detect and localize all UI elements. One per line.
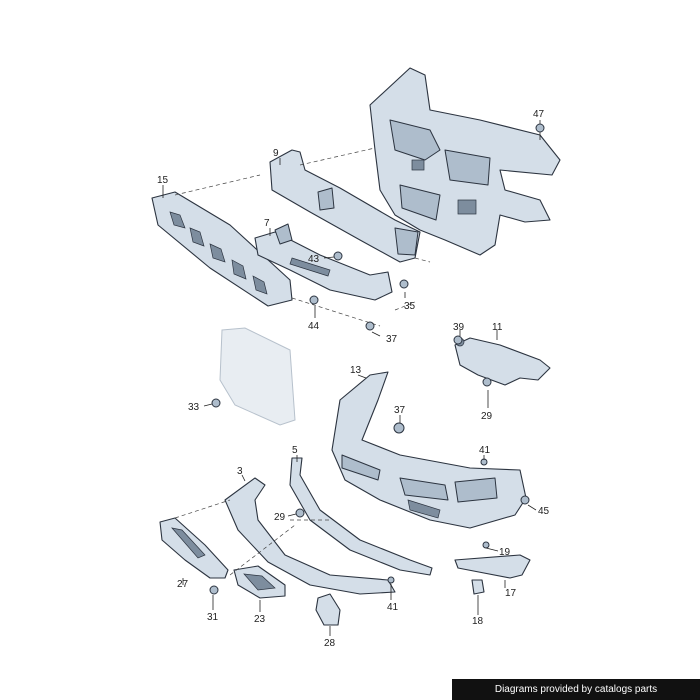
radiator-support-frame	[369, 67, 561, 256]
callout-7: 7	[264, 218, 270, 229]
clip-19-icon	[482, 541, 490, 549]
small-cover	[315, 593, 341, 626]
screw-31-icon	[209, 585, 219, 595]
callout-5: 5	[292, 445, 298, 456]
callout-11: 11	[492, 322, 503, 333]
callout-27: 27	[177, 579, 189, 590]
lower-grille-left	[159, 517, 229, 579]
faded-grille-reference	[219, 327, 296, 426]
bumper-cover	[331, 371, 527, 529]
screw-45-icon	[520, 495, 530, 505]
callout-37-lower: 37	[394, 405, 406, 416]
callout-19: 19	[499, 547, 511, 558]
callout-43: 43	[308, 254, 320, 265]
fog-grille-insert	[233, 565, 286, 599]
callout-labels: 47 9 15 7 43 35 44 37 39 11 29 13 33 37 …	[157, 109, 550, 649]
credit-banner: Diagrams provided by catalogs parts	[452, 679, 700, 700]
lower-lip-spoiler	[224, 477, 396, 595]
side-trim-strip	[454, 554, 531, 579]
screw-44-icon	[309, 295, 319, 305]
screw-29-lower-icon	[295, 508, 305, 518]
clip-37-icon	[393, 422, 405, 434]
callout-18: 18	[472, 616, 484, 627]
screw-35-icon	[399, 279, 409, 289]
callout-3: 3	[237, 466, 243, 477]
bumper-reinforcement-beam	[269, 149, 421, 263]
callout-31: 31	[207, 612, 219, 623]
callout-29-lower: 29	[274, 512, 286, 523]
callout-33: 33	[188, 402, 200, 413]
lower-stiffener	[254, 223, 393, 301]
callout-39: 39	[453, 322, 465, 333]
callout-15: 15	[157, 175, 169, 186]
screw-43-icon	[333, 251, 343, 261]
callout-47: 47	[533, 109, 545, 120]
callout-9: 9	[273, 148, 279, 159]
side-bracket	[454, 337, 551, 386]
callout-17: 17	[505, 588, 517, 599]
screw-33-icon	[211, 398, 221, 408]
leader-lines	[162, 158, 537, 636]
callout-28: 28	[324, 638, 336, 649]
screw-39-icon	[453, 335, 463, 345]
alignment-lines	[174, 147, 431, 576]
fasteners	[209, 251, 530, 595]
callout-29-upper: 29	[481, 411, 493, 422]
callout-44: 44	[308, 321, 320, 332]
callout-41-upper: 41	[479, 445, 491, 456]
callout-23: 23	[254, 614, 266, 625]
screw-37-icon	[365, 321, 375, 331]
callout-13: 13	[350, 365, 362, 376]
callout-37-upper: 37	[386, 334, 398, 345]
tow-eye-cap	[471, 579, 485, 595]
callout-45: 45	[538, 506, 550, 517]
screw-29-icon	[482, 377, 492, 387]
spoiler-trim	[289, 457, 433, 576]
callout-41-lower: 41	[387, 602, 399, 613]
nut-41-lower-icon	[387, 576, 395, 584]
impact-absorber	[151, 191, 293, 307]
callout-35: 35	[404, 301, 416, 312]
